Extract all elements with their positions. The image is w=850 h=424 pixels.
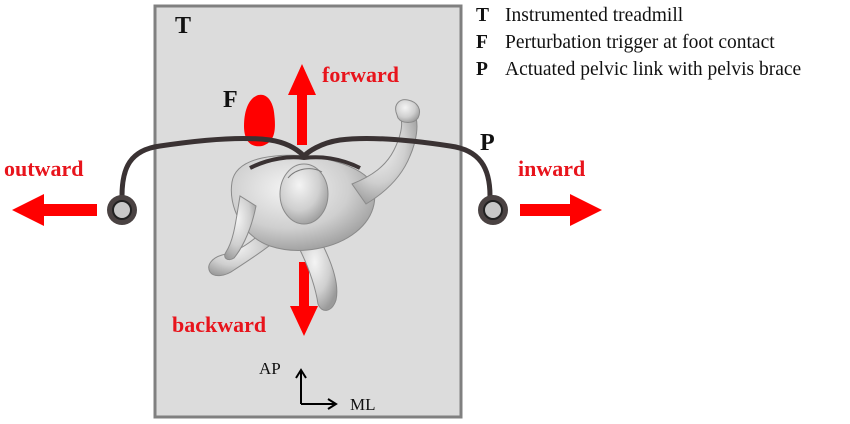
- legend-key: P: [476, 59, 488, 80]
- axis-indicator: [295, 368, 338, 410]
- left-pelvis-joint: [107, 195, 137, 225]
- forward-label: forward: [322, 62, 399, 87]
- inward-arrow: [520, 194, 602, 226]
- backward-arrow: [290, 262, 318, 336]
- outward-arrow: [12, 194, 97, 226]
- link-label: P: [480, 130, 495, 156]
- legend-text: Perturbation trigger at foot contact: [505, 32, 775, 53]
- legend-text: Instrumented treadmill: [505, 5, 684, 26]
- legend-item: P Actuated pelvic link with pelvis brace: [476, 56, 801, 83]
- legend-key: T: [476, 5, 490, 26]
- forward-arrow: [288, 64, 316, 145]
- walker-figure: [208, 99, 421, 311]
- ml-axis-label: ML: [350, 395, 376, 414]
- legend-item: T Instrumented treadmill: [476, 2, 801, 29]
- legend-item: F Perturbation trigger at foot contact: [476, 29, 801, 56]
- legend-key: F: [476, 32, 488, 53]
- legend: T Instrumented treadmill F Perturbation …: [476, 2, 801, 83]
- backward-label: backward: [172, 312, 266, 337]
- outward-label: outward: [4, 156, 83, 181]
- foot-label: F: [223, 87, 238, 113]
- right-pelvis-joint: [478, 195, 508, 225]
- legend-text: Actuated pelvic link with pelvis brace: [505, 59, 802, 80]
- treadmill-label: T: [175, 13, 191, 39]
- foot-contact-marker: [244, 94, 275, 147]
- ap-axis-label: AP: [259, 359, 281, 378]
- inward-label: inward: [518, 156, 585, 181]
